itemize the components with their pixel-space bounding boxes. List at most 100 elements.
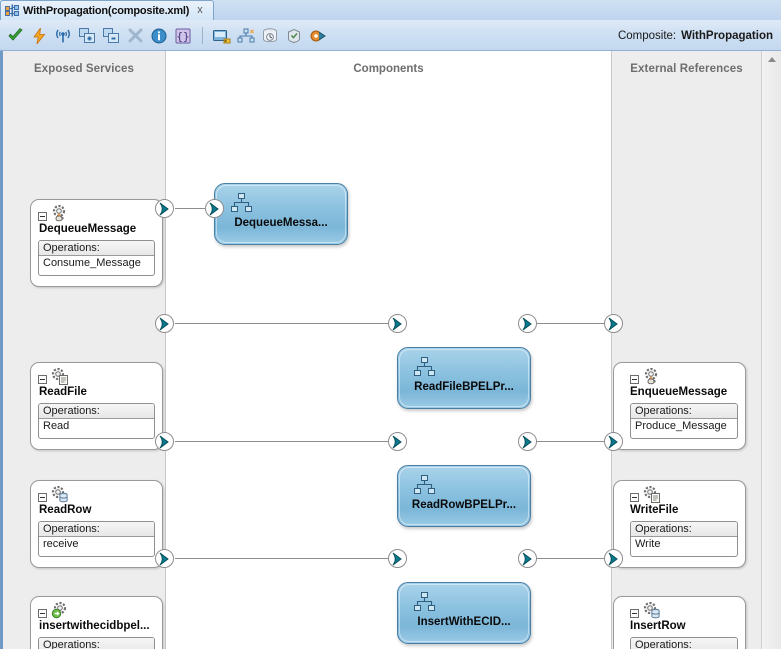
canvas-left-border — [0, 51, 3, 649]
component-left-port-readrowbpelpr[interactable] — [388, 432, 407, 451]
service-readrow[interactable]: ReadRow Operations: receive — [30, 480, 163, 568]
composite-name-label: Composite: WithPropagation — [618, 20, 773, 51]
operations-label: Operations: — [631, 522, 737, 537]
collapse-expander-icon[interactable] — [38, 492, 47, 502]
reference-name: EnqueueMessage — [630, 386, 728, 398]
component-label: ReadRowBPELPr... — [411, 499, 517, 511]
bpel-component-icon — [414, 475, 436, 501]
operations-box: Operations: Read — [38, 403, 155, 439]
composite-value: WithPropagation — [681, 29, 773, 42]
service-port-readrow[interactable] — [155, 432, 174, 451]
wire-component-to-enqueuemessage — [535, 323, 613, 324]
reference-writefile[interactable]: WriteFile Operations: Write — [613, 480, 746, 568]
bpel-component-icon — [231, 193, 253, 219]
service-insertwithecidbpel[interactable]: insertwithecidbpel... Operations: proces… — [30, 596, 163, 649]
collapse-expander-icon[interactable] — [630, 374, 639, 384]
collapse-expander-icon[interactable] — [630, 492, 639, 502]
component-left-port-readfilebpelpr[interactable] — [388, 314, 407, 333]
service-header — [38, 204, 70, 227]
service-name: ReadRow — [39, 504, 92, 516]
tab-withpropagation[interactable]: WithPropagation(composite.xml) x — [0, 0, 214, 20]
service-port-insertwithecidbpel[interactable] — [155, 549, 174, 568]
reference-port-writefile[interactable] — [604, 432, 623, 451]
bpel-component-icon — [414, 592, 436, 618]
component-right-port-readfilebpelpr[interactable] — [518, 314, 537, 333]
service-header — [38, 485, 70, 508]
lane-title-external-references: External References — [630, 63, 743, 75]
reference-port-insertrow[interactable] — [604, 549, 623, 568]
service-port-readfile[interactable] — [155, 314, 174, 333]
lightning-icon[interactable] — [29, 26, 49, 46]
operations-box: Operations: Consume_Message — [38, 240, 155, 276]
tab-title: WithPropagation(composite.xml) — [23, 4, 190, 17]
operations-label: Operations: — [39, 241, 154, 256]
db-reference-icon — [643, 601, 662, 624]
component-dequeuemessa[interactable]: DequeueMessa... — [214, 183, 348, 245]
collapse-expander-icon[interactable] — [38, 608, 47, 618]
adapter-icon[interactable] — [308, 26, 328, 46]
operations-box: Operations: receive — [38, 521, 155, 557]
reference-insertrow[interactable]: InsertRow Operations: insert — [613, 596, 746, 649]
service-readfile[interactable]: ReadFile Operations: Read — [30, 362, 163, 450]
file-reference-icon — [643, 485, 662, 508]
toolbar-button-group: {} — [5, 20, 328, 51]
collapse-expander-icon[interactable] — [38, 211, 47, 221]
service-port-dequeuemessage[interactable] — [155, 199, 174, 218]
reference-name: WriteFile — [630, 504, 679, 516]
wireless-antenna-icon[interactable] — [53, 26, 73, 46]
composite-canvas[interactable]: Exposed Services Components External Ref… — [0, 51, 781, 649]
operation-value[interactable]: receive — [39, 537, 154, 551]
component-right-port-insertwithecid[interactable] — [518, 549, 537, 568]
wire-readfile-to-component — [175, 323, 395, 324]
operations-box: Operations: insert — [630, 637, 738, 649]
collapse-expander-icon[interactable] — [38, 374, 47, 384]
validate-icon[interactable] — [5, 26, 25, 46]
operation-value[interactable]: Write — [631, 537, 737, 551]
delete-x-icon[interactable] — [125, 26, 145, 46]
add-node-icon[interactable] — [77, 26, 97, 46]
operation-value[interactable]: Consume_Message — [39, 256, 154, 270]
operations-box: Operations: process — [38, 637, 155, 649]
operations-label: Operations: — [39, 522, 154, 537]
reference-header — [630, 485, 662, 508]
policy-icon[interactable] — [284, 26, 304, 46]
jms-reference-icon — [643, 367, 662, 390]
component-right-port-readrowbpelpr[interactable] — [518, 432, 537, 451]
file-service-icon — [51, 367, 70, 390]
tab-close-icon[interactable]: x — [197, 4, 203, 16]
operation-value[interactable]: Read — [39, 419, 154, 433]
info-icon[interactable] — [149, 26, 169, 46]
deploy-icon[interactable] — [212, 26, 232, 46]
operation-value[interactable]: Produce_Message — [631, 419, 737, 433]
reference-enqueuemessage[interactable]: EnqueueMessage Operations: Produce_Messa… — [613, 362, 746, 450]
remove-node-icon[interactable] — [101, 26, 121, 46]
component-readfilebpelpr[interactable]: ReadFileBPELPr... — [397, 347, 531, 409]
reference-port-enqueuemessage[interactable] — [604, 314, 623, 333]
svg-text:{}: {} — [176, 30, 189, 43]
component-insertwithecid[interactable]: InsertWithECID... — [397, 582, 531, 644]
service-header — [38, 601, 70, 624]
component-left-port-insertwithecid[interactable] — [388, 549, 407, 568]
scroll-up-arrow-icon[interactable] — [762, 51, 781, 67]
history-icon[interactable] — [260, 26, 280, 46]
component-label: DequeueMessa... — [234, 217, 328, 229]
service-dequeuemessage[interactable]: DequeueMessage Operations: Consume_Messa… — [30, 199, 163, 287]
vertical-scrollbar[interactable] — [761, 51, 781, 649]
wire-component-to-insertrow — [535, 558, 613, 559]
service-header — [38, 367, 70, 390]
service-name: ReadFile — [39, 386, 87, 398]
reference-header — [630, 367, 662, 390]
collapse-expander-icon[interactable] — [630, 608, 639, 618]
reference-header — [630, 601, 662, 624]
lane-title-components: Components — [353, 63, 424, 75]
component-left-port-dequeuemessa[interactable] — [205, 199, 224, 218]
tab-strip: WithPropagation(composite.xml) x — [0, 0, 781, 21]
ws-service-icon — [51, 601, 70, 624]
refresh-layout-icon[interactable] — [236, 26, 256, 46]
source-braces-icon[interactable]: {} — [173, 26, 193, 46]
service-name: insertwithecidbpel... — [39, 620, 150, 632]
lane-title-exposed-services: Exposed Services — [33, 63, 135, 75]
wire-component-to-writefile — [535, 441, 613, 442]
db-service-icon — [51, 485, 70, 508]
component-readrowbpelpr[interactable]: ReadRowBPELPr... — [397, 465, 531, 527]
